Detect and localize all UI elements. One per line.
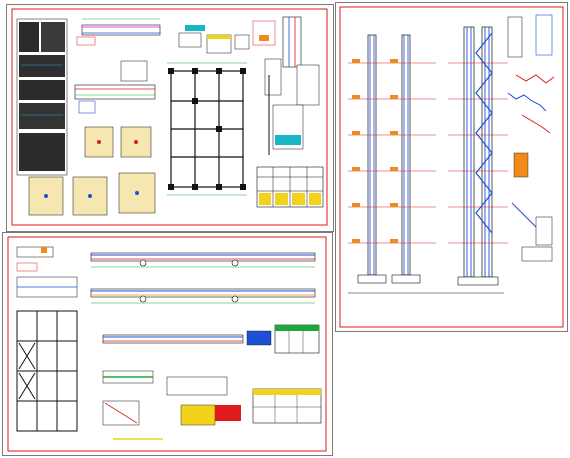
sheet-c-drawing [7,236,327,452]
schedule-table [256,166,324,208]
general-notes-panel [16,18,68,176]
legend-table [252,388,322,424]
foundation-beam-detail [74,60,156,114]
column-elevation-1 [357,34,387,284]
level-tags [352,59,398,243]
sheet-a-border [11,8,328,226]
stair-flights [475,32,493,234]
column-section-details [264,16,320,155]
beam-schedule-table [274,324,320,354]
framing-plan [16,310,78,432]
top-right-tables [178,20,276,54]
slab-section-details [102,370,241,426]
beam-elevation-2 [90,288,316,304]
column-elevation-3 [457,26,499,286]
sheet-c-border [7,236,327,452]
sheet-c-beam-details [2,232,333,456]
sheet-b-column-elevations [335,2,568,332]
plan-columns [168,68,246,190]
framing-plan-details [16,246,78,298]
sheet-a-foundation-plan [6,4,334,232]
sheet-a-drawing [11,8,328,226]
top-beam-detail [76,18,161,46]
beam-elevation-1 [90,252,316,268]
footing-details [28,126,156,216]
beam-elevation-3 [102,330,272,346]
stair-detail-right [507,14,555,262]
sheet-b-drawing [339,6,564,328]
foundation-plan-grid [170,70,244,188]
section-marks [139,259,239,303]
column-elevation-2 [391,34,421,284]
sheet-b-border [339,6,564,328]
